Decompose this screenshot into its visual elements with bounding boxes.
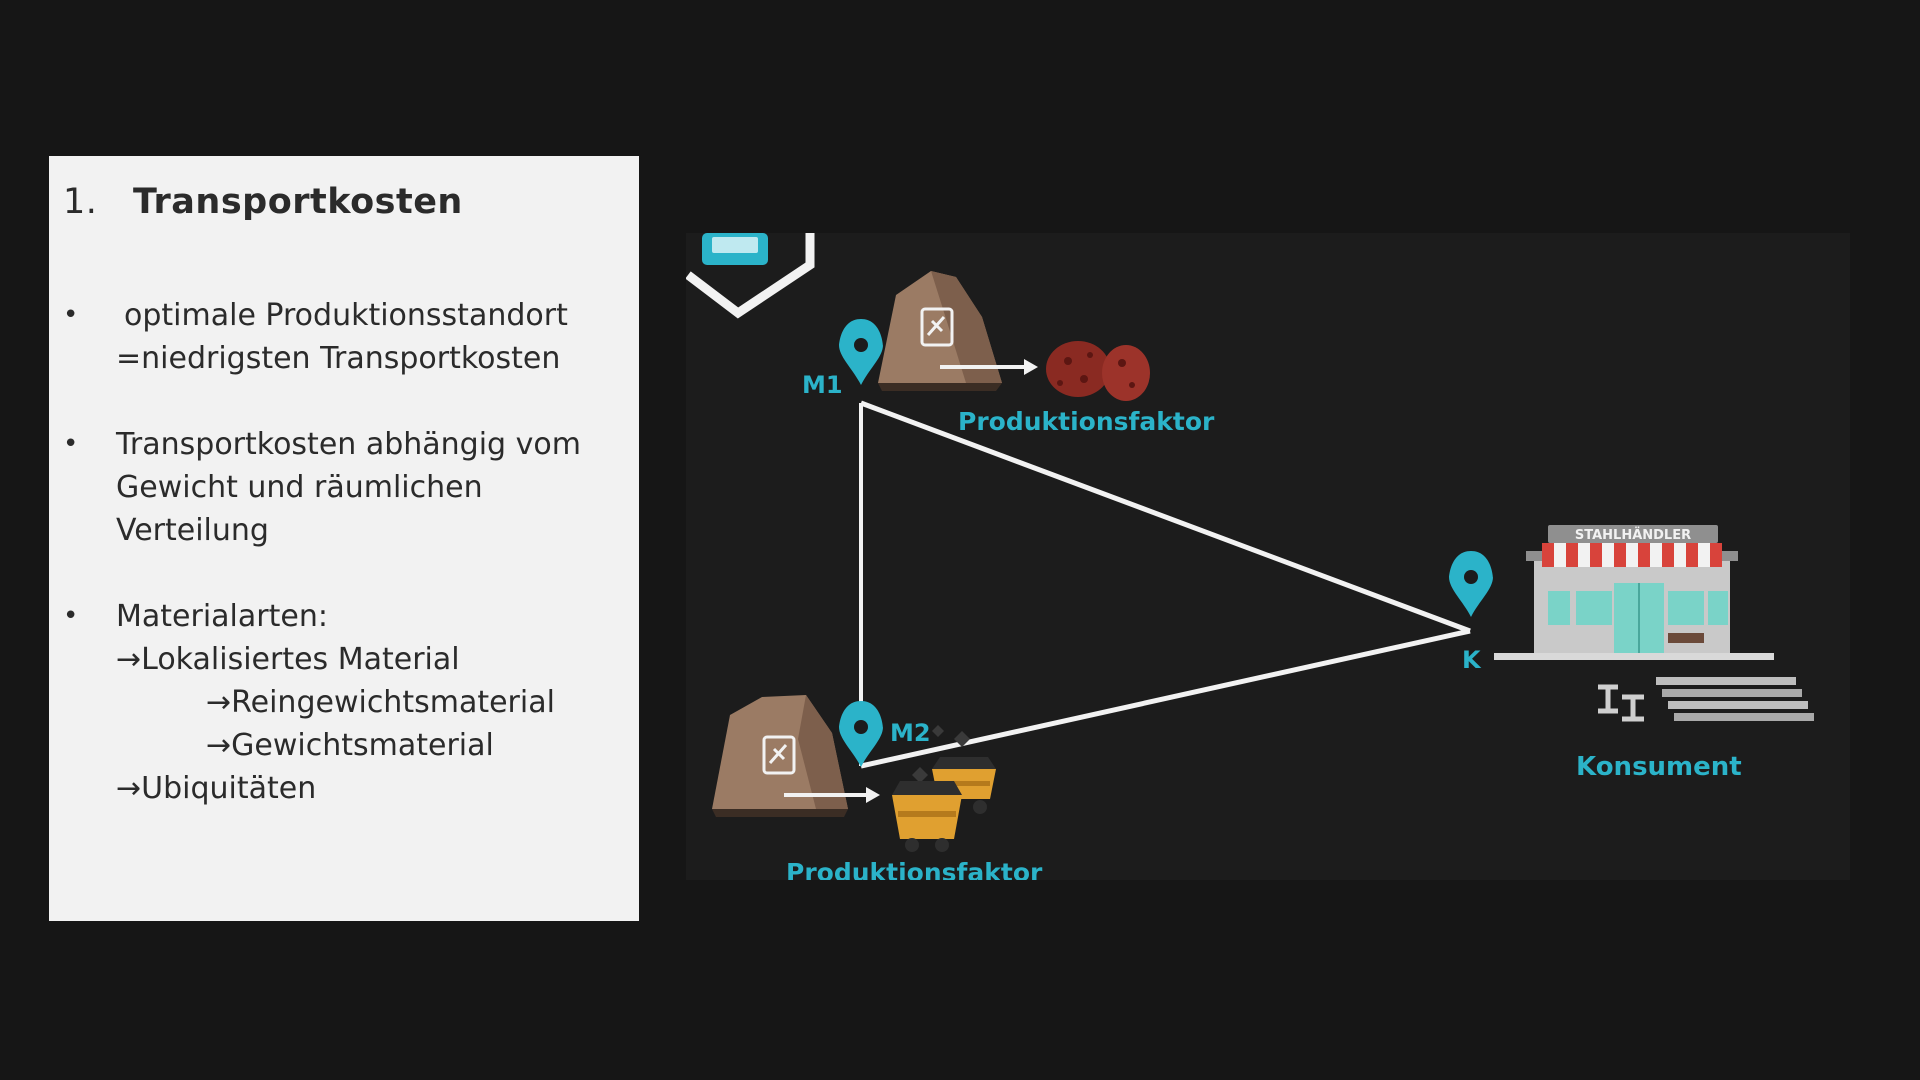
diagram-canvas: M1 Produktionsfaktor — [686, 233, 1814, 880]
map-pin-icon — [1449, 551, 1493, 617]
label-factor-top: Produktionsfaktor — [958, 407, 1215, 436]
bullet-optimal-location: • optimale Produktionsstandort =niedrigs… — [63, 294, 619, 380]
shop-awning — [1542, 543, 1722, 567]
bullet-text-line: optimale Produktionsstandort — [124, 298, 568, 333]
bullet-material-types: • Materialarten: →Lokalisiertes Material… — [63, 595, 619, 810]
steel-beams-icon — [1598, 677, 1814, 722]
map-pin-icon — [839, 319, 883, 385]
iron-ore-icon — [1046, 341, 1150, 401]
bullet-list: • optimale Produktionsstandort =niedrigs… — [63, 294, 619, 853]
arrow-right-icon: → — [116, 771, 142, 806]
bullet-text-line: Gewicht und räumlichen — [116, 470, 483, 505]
bullet-text-line: =niedrigsten Transportkosten — [116, 341, 561, 376]
arrow-right-icon: → — [206, 728, 232, 763]
label-consumer: Konsument — [1576, 752, 1742, 782]
shop-sign: STAHLHÄNDLER — [1575, 527, 1691, 543]
label-m1: M1 — [802, 371, 843, 399]
slide-number: 1. — [63, 182, 98, 222]
label-m2: M2 — [890, 719, 931, 747]
text-panel: 1. Transportkosten • optimale Produktions… — [49, 156, 639, 921]
material-heading: Materialarten: — [116, 599, 328, 634]
bullet-dot: • — [63, 601, 79, 631]
bullet-text-line: Verteilung — [116, 513, 269, 548]
mine-mountain-icon — [712, 695, 848, 817]
slide-title-text: Transportkosten — [133, 182, 463, 222]
bullet-text-line: Transportkosten abhängig vom — [116, 427, 581, 462]
steel-shop-icon: STAHLHÄNDLER — [1494, 525, 1774, 660]
label-k: K — [1462, 646, 1482, 674]
logo-fragment-icon — [686, 233, 815, 319]
bullet-dot: • — [63, 300, 79, 330]
coal-cart-icon — [892, 781, 962, 852]
map-pin-icon — [839, 701, 883, 767]
bullet-transport-costs: • Transportkosten abhängig vom Gewicht u… — [63, 423, 619, 552]
transport-triangle — [859, 400, 1471, 769]
label-factor-bottom: Produktionsfaktor — [786, 858, 1043, 880]
arrow-right-icon — [940, 359, 1038, 375]
bullet-dot: • — [63, 429, 79, 459]
arrow-right-icon: → — [116, 642, 142, 677]
arrow-right-icon — [784, 787, 880, 803]
slide-title: 1. Transportkosten — [63, 182, 463, 222]
coal-cart-icon — [912, 725, 996, 814]
edge-m2-k — [860, 628, 1471, 769]
material-item-localized: →Lokalisiertes Material — [116, 642, 460, 677]
location-triangle-diagram: M1 Produktionsfaktor — [686, 233, 1850, 880]
material-item-ubiquities: →Ubiquitäten — [116, 771, 317, 806]
material-item-weight-losing: →Gewichtsmaterial — [206, 728, 494, 763]
material-item-pure-weight: →Reingewichtsmaterial — [206, 685, 555, 720]
mine-mountain-icon — [878, 271, 1002, 391]
arrow-right-icon: → — [206, 685, 232, 720]
edge-m1-k — [860, 400, 1471, 634]
